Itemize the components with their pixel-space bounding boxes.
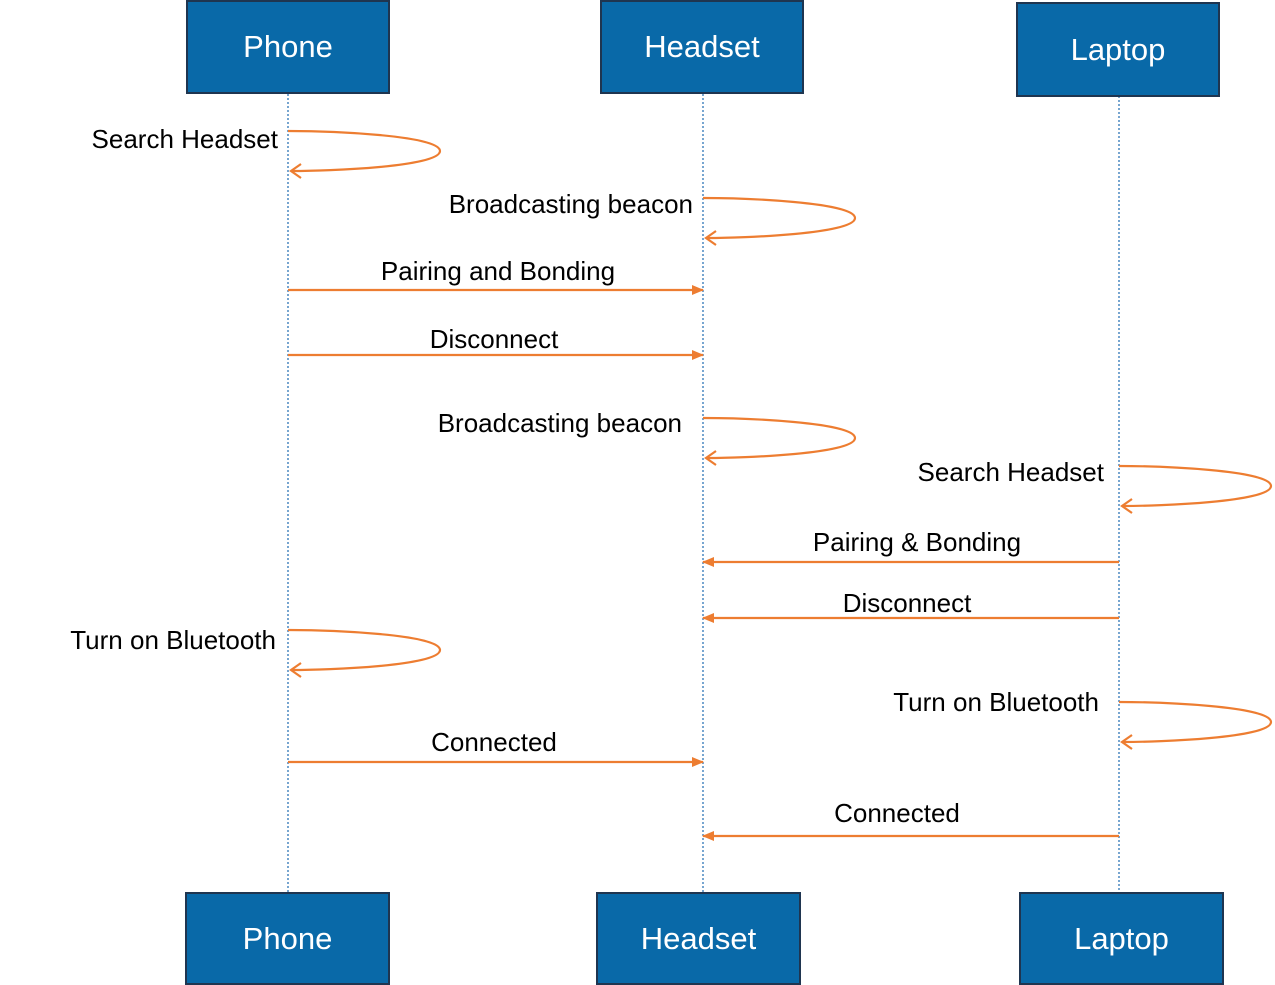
message-4: Disconnect [288,324,704,360]
message-1: Search Headset [92,124,442,179]
arrowhead [1120,734,1133,750]
message-10: Connected [288,727,704,767]
self-message-arrow [287,129,442,173]
self-message-arrow [702,416,857,460]
message-9: Turn on Bluetooth [70,625,442,678]
message-label: Connected [431,727,557,757]
message-label: Search Headset [92,124,279,154]
message-label: Search Headset [918,457,1105,487]
message-label: Broadcasting beacon [438,408,682,438]
message-8: Disconnect [702,588,1119,623]
actor-phone-top: Phone [186,0,390,94]
message-3: Pairing and Bonding [288,256,704,295]
arrowhead [704,450,717,466]
actor-laptop-bottom-label: Laptop [1074,920,1169,956]
arrowhead [1120,498,1133,514]
arrowhead [704,230,717,246]
actor-phone-bottom: Phone [185,892,390,985]
self-message-arrow [287,628,442,672]
self-message-arrow [1118,700,1273,744]
actor-phone-top-label: Phone [243,29,333,64]
self-message-arrow [702,196,857,240]
message-label: Broadcasting beacon [449,189,693,219]
message-label: Pairing and Bonding [381,256,615,286]
message-7: Pairing & Bonding [702,527,1119,567]
message-label: Turn on Bluetooth [70,625,276,655]
actor-headset-top: Headset [600,0,804,94]
message-label: Disconnect [843,588,972,618]
arrowhead [289,662,302,678]
message-label: Connected [834,798,960,828]
actor-headset-top-label: Headset [644,29,760,64]
message-11: Turn on Bluetooth [893,687,1273,750]
actor-headset-bottom-label: Headset [640,920,757,956]
message-12: Connected [702,798,1119,841]
actor-headset-bottom: Headset [596,892,801,985]
actor-laptop-bottom: Laptop [1019,892,1224,985]
message-label: Disconnect [430,324,559,354]
self-message-arrow [1118,464,1273,508]
actor-phone-bottom-label: Phone [242,920,333,956]
actor-laptop-top-label: Laptop [1070,31,1166,67]
message-label: Turn on Bluetooth [893,687,1099,717]
message-2: Broadcasting beacon [449,189,857,246]
message-label: Pairing & Bonding [813,527,1021,557]
message-5: Broadcasting beacon [438,408,857,466]
actor-laptop-top: Laptop [1016,2,1220,97]
arrowhead [289,163,302,179]
message-6: Search Headset [918,457,1273,514]
